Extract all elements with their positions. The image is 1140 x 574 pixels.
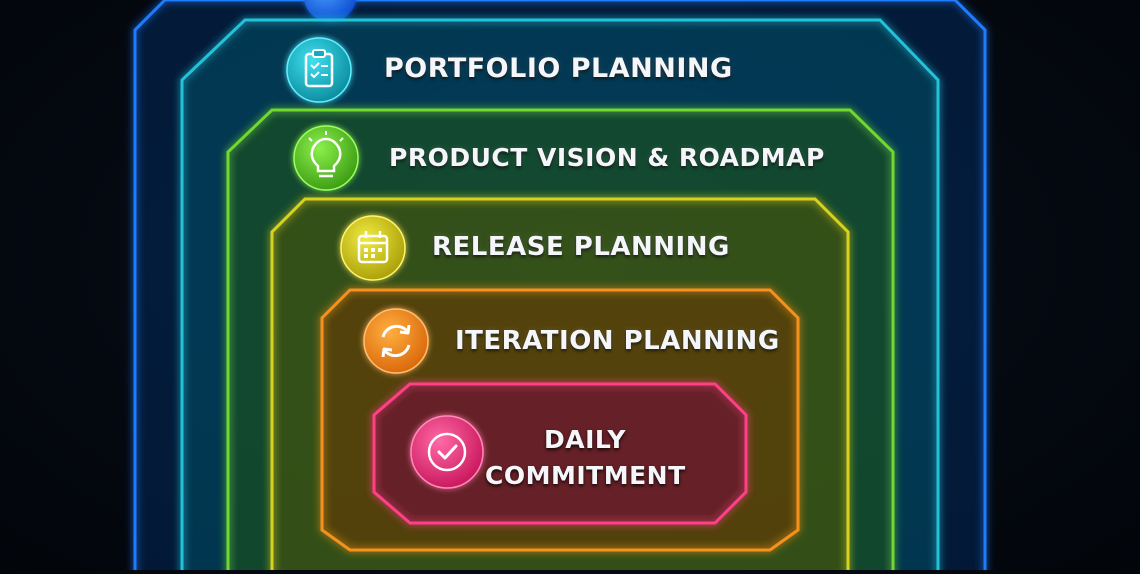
refresh-cycle-icon bbox=[363, 308, 429, 374]
layer-label-daily-line1: DAILY bbox=[543, 425, 627, 454]
layer-label-iteration: ITERATION PLANNING bbox=[455, 326, 780, 356]
clipboard-checklist-icon bbox=[286, 37, 352, 103]
layer-label-portfolio: PORTFOLIO PLANNING bbox=[384, 53, 733, 84]
check-circle-icon bbox=[410, 415, 484, 489]
layer-label-daily: DAILY COMMITMENT bbox=[485, 422, 685, 494]
layer-label-release: RELEASE PLANNING bbox=[432, 232, 730, 262]
outer-layer-icon-partial bbox=[304, 0, 356, 22]
lightbulb-icon bbox=[293, 125, 359, 191]
calendar-icon bbox=[340, 215, 406, 281]
layer-label-product-vision: PRODUCT VISION & ROADMAP bbox=[389, 143, 825, 172]
layer-daily-border bbox=[372, 382, 748, 525]
layer-label-daily-line2: COMMITMENT bbox=[485, 461, 686, 490]
